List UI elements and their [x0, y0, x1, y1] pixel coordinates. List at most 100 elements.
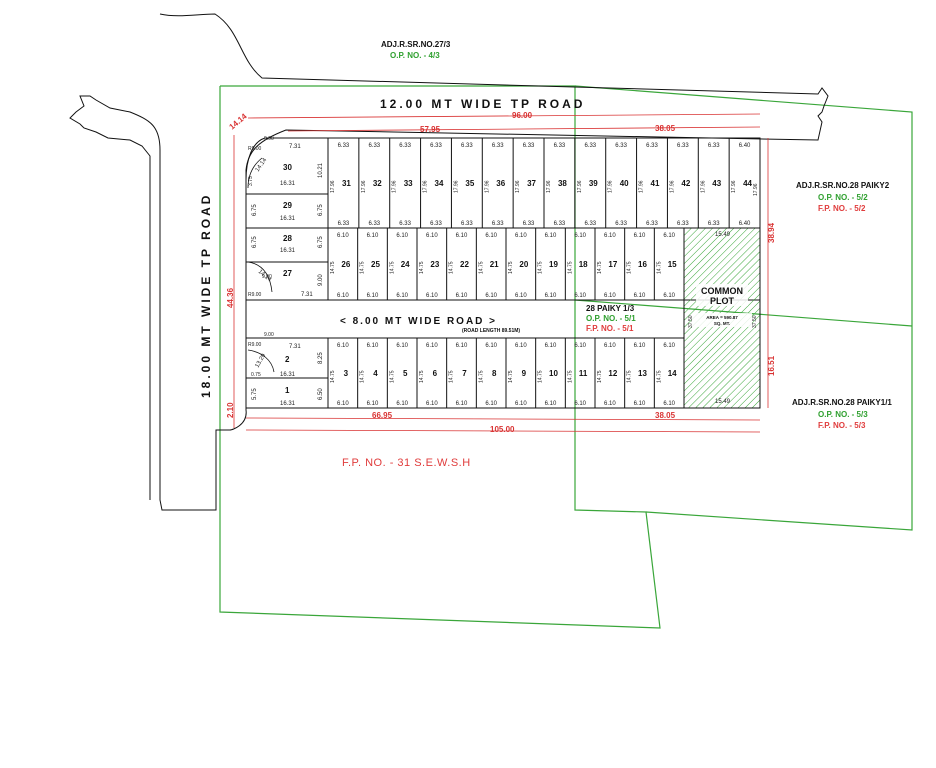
plot-15-width-top: 6.10: [663, 233, 675, 239]
plot-1: 1: [285, 386, 290, 395]
plot-21-width-top: 6.10: [485, 233, 497, 239]
plot-31-depth: 17.96: [330, 180, 336, 193]
plot-35: 35: [465, 179, 474, 188]
common-plot: COMMON PLOT AREA = 590.87 SQ. MT. 15.49 …: [683, 227, 761, 409]
plot-38-depth: 17.96: [546, 180, 552, 193]
plot-37-width-bottom: 6.33: [523, 221, 535, 227]
r900-bottom: R9.00: [248, 342, 262, 348]
plot-33-width-top: 6.33: [399, 143, 411, 149]
plot-2-top: 7.31: [289, 344, 301, 350]
plot-25-depth: 14.75: [360, 261, 366, 274]
row1-right-depth: 17.96: [753, 183, 759, 196]
plot-23-width-bottom: 6.10: [426, 293, 438, 299]
plot-10-depth: 14.75: [538, 370, 544, 383]
plot-36-width-top: 6.33: [492, 143, 504, 149]
plot-14: 14: [668, 369, 677, 378]
plot-18: 18: [579, 260, 588, 269]
plot-10: 10: [549, 369, 558, 378]
plot-24: 24: [401, 260, 410, 269]
plot-44-depth: 17.96: [731, 180, 737, 193]
plot-2: 2: [285, 355, 290, 364]
plot-36-width-bottom: 6.33: [492, 221, 504, 227]
plot-3-width-top: 6.10: [337, 343, 349, 349]
plot-18-width-bottom: 6.10: [574, 293, 586, 299]
plot-33-width-bottom: 6.33: [399, 221, 411, 227]
plot-27: 27: [283, 269, 292, 278]
plot-24-depth: 14.75: [389, 261, 395, 274]
adj-top-op: O.P. NO. - 4/3: [390, 51, 440, 60]
plot-2-bottom: 16.31: [280, 372, 296, 378]
plot-10-width-top: 6.10: [545, 343, 557, 349]
dim-right-3894: 38.94: [767, 222, 776, 243]
plot-26-depth: 14.75: [330, 261, 336, 274]
plot-36-depth: 17.96: [484, 180, 490, 193]
plot-3-width-bottom: 6.10: [337, 401, 349, 407]
plot-32-depth: 17.96: [361, 180, 367, 193]
plot-6-width-top: 6.10: [426, 343, 438, 349]
plot-23-depth: 14.75: [419, 261, 425, 274]
common-plot-area-unit: SQ. MT.: [714, 321, 730, 326]
plot-9-depth: 14.75: [508, 370, 514, 383]
plot-16-width-top: 6.10: [634, 233, 646, 239]
plot-4: 4: [373, 369, 378, 378]
r900-mid: R9.00: [248, 292, 262, 298]
top-road-title: 12.00 MT WIDE TP ROAD: [380, 97, 585, 111]
plot-40-width-top: 6.33: [615, 143, 627, 149]
plot-30-left-small: 3.75: [248, 176, 254, 186]
plot-33: 33: [404, 179, 413, 188]
inner-road-title: < 8.00 MT WIDE ROAD >: [340, 316, 497, 327]
plot-41-width-bottom: 6.33: [646, 221, 658, 227]
plot-14-width-top: 6.10: [663, 343, 675, 349]
plot-19-width-bottom: 6.10: [545, 293, 557, 299]
plot-11: 11: [579, 369, 588, 378]
plot-6-depth: 14.75: [419, 370, 425, 383]
plot-35-depth: 17.96: [453, 180, 459, 193]
plot-32-width-bottom: 6.33: [368, 221, 380, 227]
common-plot-left-len: 37.50: [688, 315, 694, 328]
plot-15-width-bottom: 6.10: [663, 293, 675, 299]
plot-23: 23: [430, 260, 439, 269]
plot-34: 34: [435, 179, 444, 188]
plot-25: 25: [371, 260, 380, 269]
nine-top: 9.00: [264, 136, 274, 142]
left-plots: 30 7.31 16.31 10.21 14.14 3.75 29 16.31 …: [248, 144, 324, 407]
plot-14-width-bottom: 6.10: [663, 401, 675, 407]
plot-27-bottom: 7.31: [301, 292, 313, 298]
dim-right-1651: 16.51: [767, 355, 776, 376]
plot-9: 9: [522, 369, 527, 378]
adj-right-top-label: ADJ.R.SR.NO.28 PAIKY2: [796, 181, 890, 190]
plot-44-width-top: 6.40: [739, 143, 751, 149]
plot-15-depth: 14.75: [656, 261, 662, 274]
r900-top: R9.00: [248, 146, 262, 152]
dim-left-210: 2.10: [226, 402, 235, 418]
plot-4-width-bottom: 6.10: [367, 401, 379, 407]
plot-24-width-top: 6.10: [396, 233, 408, 239]
plot-8-depth: 14.75: [478, 370, 484, 383]
plot-7-depth: 14.75: [449, 370, 455, 383]
plot-13-width-top: 6.10: [634, 343, 646, 349]
plot-31: 31: [342, 179, 351, 188]
common-plot-title-2: PLOT: [710, 296, 735, 306]
plot-25-width-bottom: 6.10: [367, 293, 379, 299]
plot-16-width-bottom: 6.10: [634, 293, 646, 299]
adj-center-label: 28 PAIKY 1/3: [586, 304, 635, 313]
plot-11-width-bottom: 6.10: [574, 401, 586, 407]
plot-9-width-top: 6.10: [515, 343, 527, 349]
plot-8-width-bottom: 6.10: [485, 401, 497, 407]
plot-1-bottom: 16.31: [280, 401, 296, 407]
plot-5-width-top: 6.10: [396, 343, 408, 349]
plot-41-width-top: 6.33: [646, 143, 658, 149]
plot-7-width-bottom: 6.10: [456, 401, 468, 407]
plot-5-width-bottom: 6.10: [396, 401, 408, 407]
plot-19-width-top: 6.10: [545, 233, 557, 239]
plot-17: 17: [608, 260, 617, 269]
plot-28-left: 6.75: [252, 236, 258, 248]
plot-29: 29: [283, 201, 292, 210]
plot-36: 36: [496, 179, 505, 188]
plot-17-width-bottom: 6.10: [604, 293, 616, 299]
plot-12-depth: 14.75: [597, 370, 603, 383]
dim-top-3805: 38.05: [655, 124, 676, 133]
